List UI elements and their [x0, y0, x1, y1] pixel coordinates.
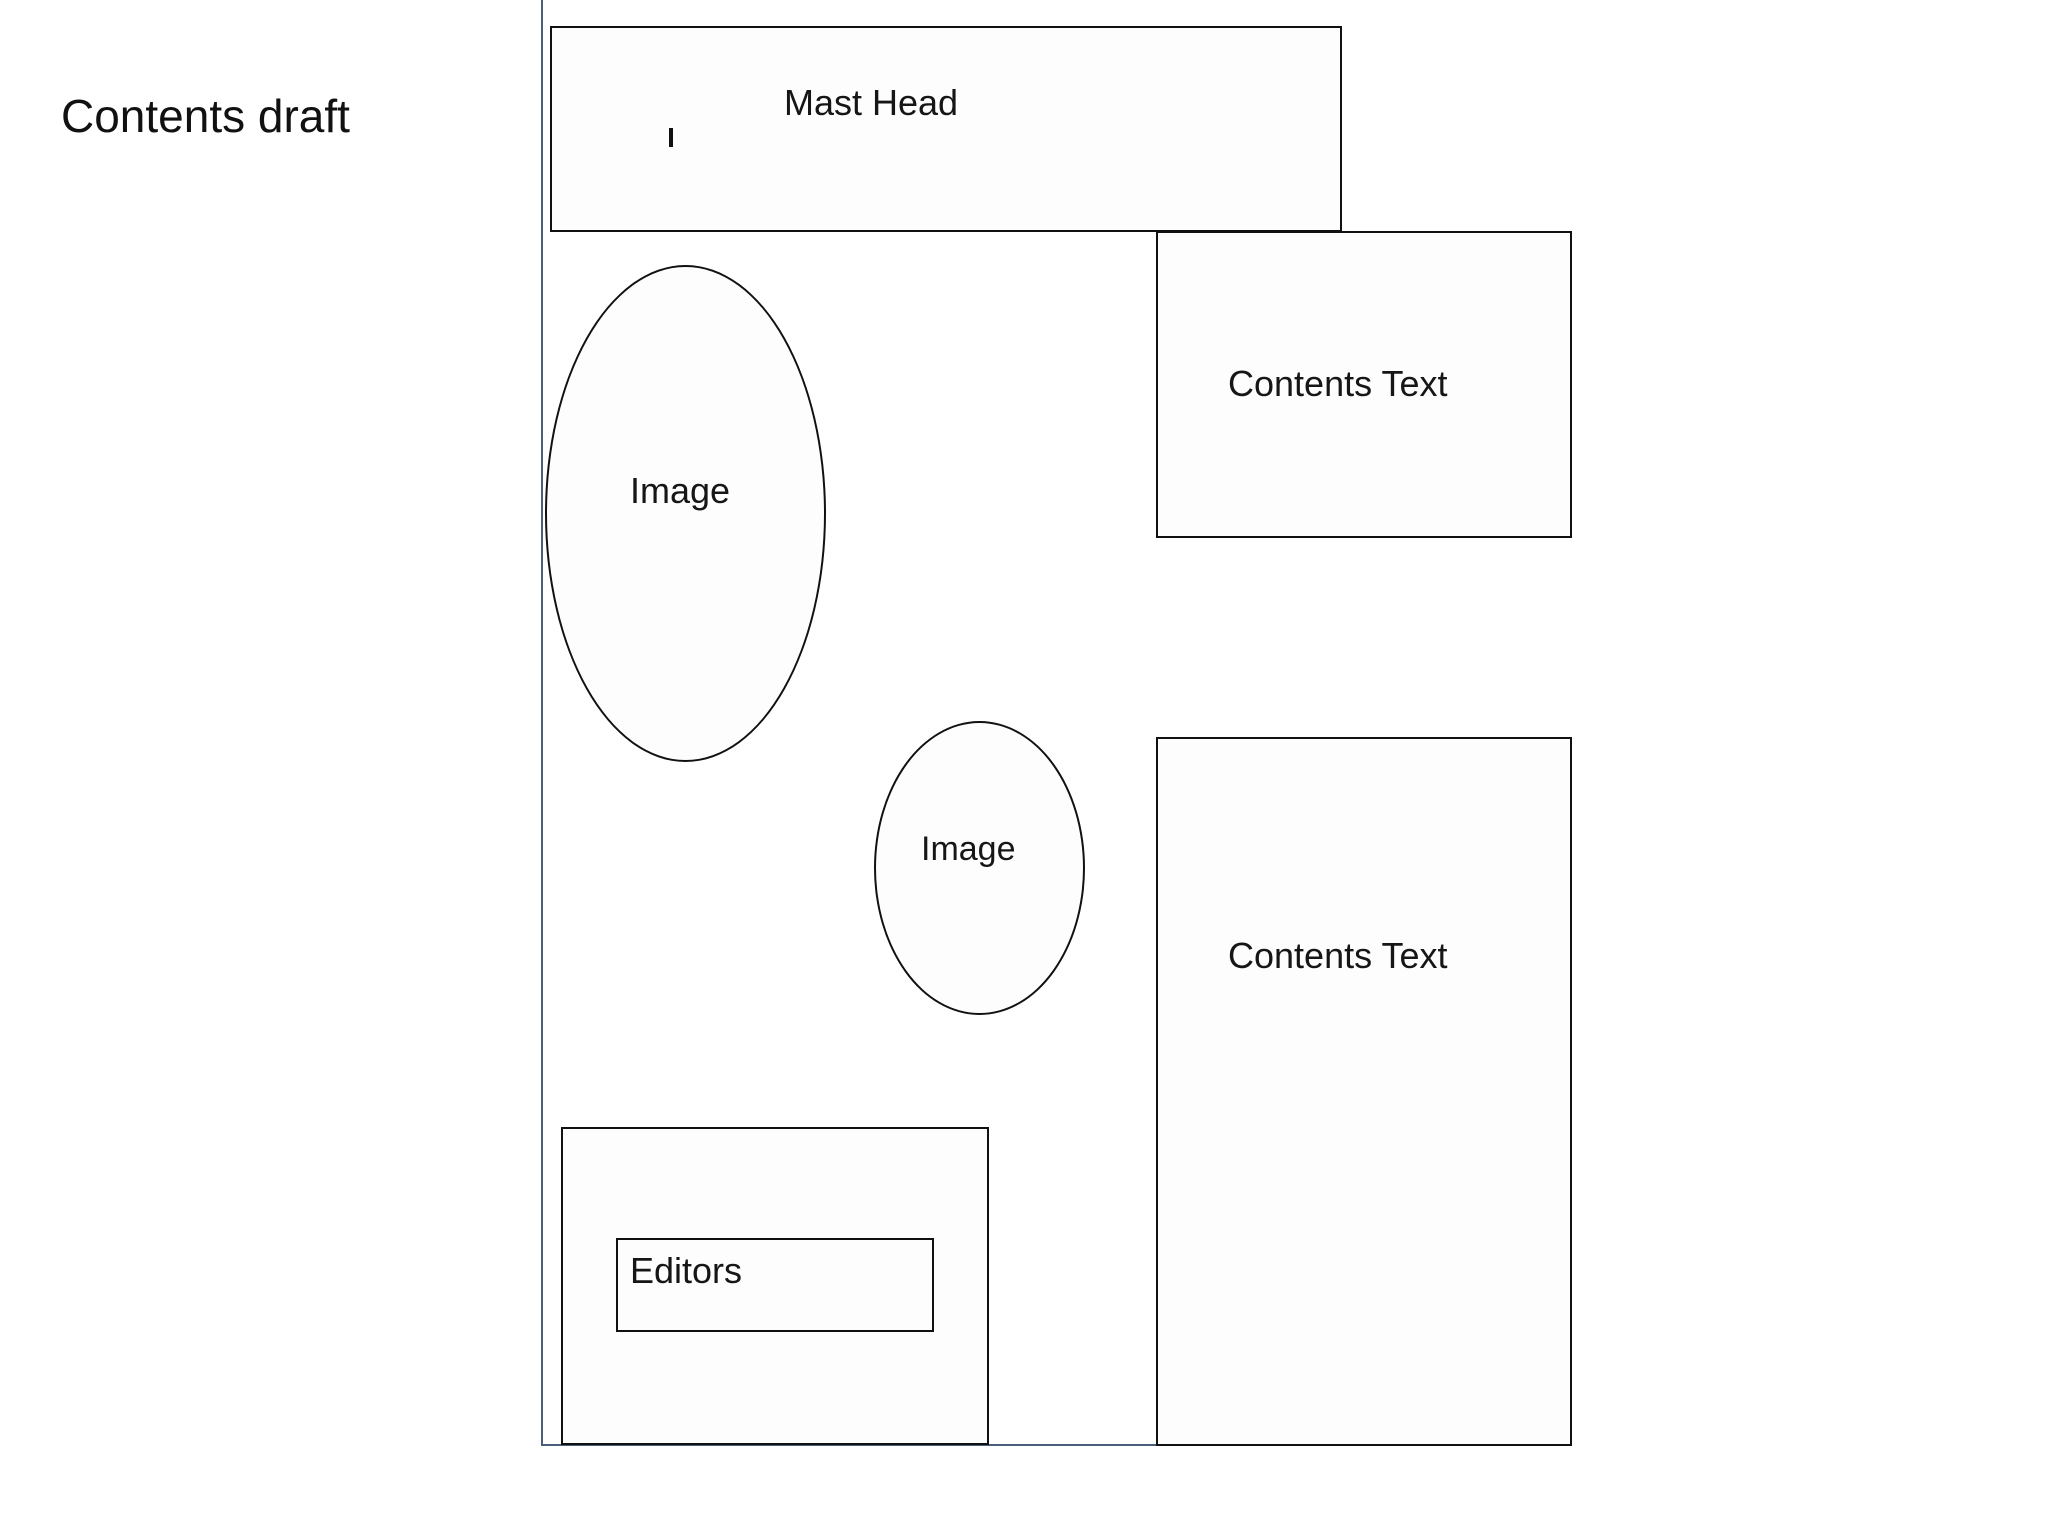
contents-text-box-top: Contents Text [1156, 231, 1572, 538]
contents-text-box-bottom: Contents Text [1156, 737, 1572, 1446]
page-bottom-edge [541, 1444, 1572, 1446]
editors-label: Editors [630, 1250, 743, 1291]
editors-inner-box: Editors [616, 1238, 934, 1332]
slide-title: Contents draft [61, 90, 350, 142]
contents-text-label-top: Contents Text [1228, 363, 1448, 404]
image-label-large: Image [630, 470, 731, 511]
image-label-small: Image [921, 830, 1016, 868]
text-cursor-mark [669, 128, 673, 147]
image-oval-large: Image [545, 265, 826, 762]
masthead-label: Mast Head [784, 82, 959, 123]
masthead-box: Mast Head [550, 26, 1342, 232]
image-oval-small: Image [874, 721, 1085, 1015]
contents-text-label-bottom: Contents Text [1228, 935, 1448, 976]
editors-outer-box: Editors [561, 1127, 989, 1445]
page-left-edge [541, 0, 543, 1446]
